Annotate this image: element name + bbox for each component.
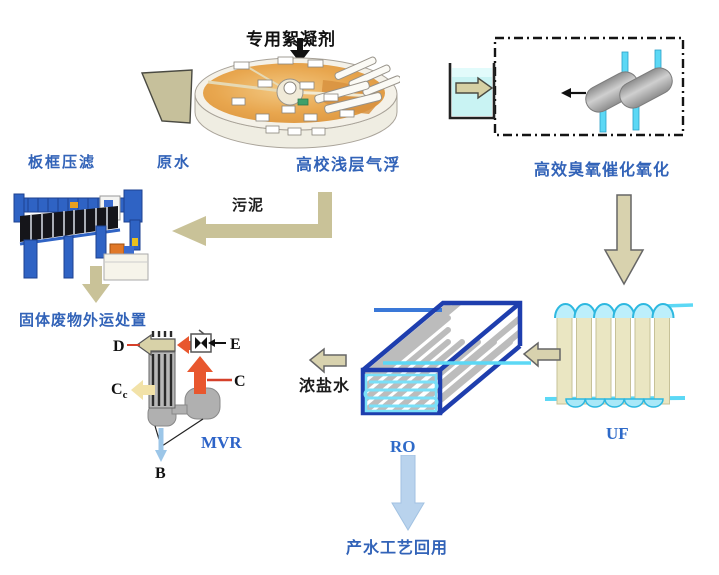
press-pump-motor bbox=[109, 243, 125, 255]
stream-e-arrow-icon bbox=[208, 339, 215, 347]
mvr-vapor-up-arrow-icon bbox=[187, 356, 213, 394]
ro-permeate-coil bbox=[363, 373, 439, 413]
flotation-illustration bbox=[140, 56, 400, 149]
brine-arrow-icon bbox=[308, 347, 347, 374]
stream-e-label: E bbox=[230, 336, 241, 353]
uf-label: UF bbox=[606, 424, 629, 443]
catalyst-cylinder bbox=[619, 67, 673, 109]
sludge-label: 污泥 bbox=[232, 197, 265, 214]
brine-label: 浓盐水 bbox=[299, 378, 351, 395]
ozone-to-uf-arrow-icon bbox=[603, 194, 645, 286]
press-to-waste-arrow-icon bbox=[82, 266, 110, 303]
uf-bottom-manifold bbox=[565, 398, 664, 408]
uf-illustration bbox=[545, 303, 694, 408]
ro-label: RO bbox=[390, 437, 416, 456]
tank-inflow-arrow-icon bbox=[455, 76, 494, 100]
solid-waste-label: 固体废物外运处置 bbox=[19, 312, 148, 329]
mvr-distillate-arrow-icon bbox=[135, 333, 176, 357]
ozone-flow-arrow-icon bbox=[561, 88, 571, 98]
ozone-unit-illustration bbox=[448, 36, 685, 137]
press-tray bbox=[103, 253, 149, 281]
ro-illustration bbox=[360, 300, 531, 416]
raw-water-inlet-shape bbox=[140, 69, 193, 124]
intake-tank bbox=[448, 63, 496, 120]
uf-membrane-tubes bbox=[556, 313, 670, 405]
stream-d-label: D bbox=[113, 338, 125, 355]
stream-cc-arrow-icon bbox=[131, 380, 155, 400]
ozone-label: 高效臭氧催化氧化 bbox=[534, 162, 671, 179]
flocculant-down-arrow-icon bbox=[290, 38, 310, 63]
plate-frame-press-label: 板框压滤 bbox=[28, 154, 97, 171]
ro-frame bbox=[360, 300, 523, 416]
flotation-label: 高校浅层气浮 bbox=[296, 157, 402, 174]
stream-b-label: B bbox=[155, 465, 166, 482]
product-water-label: 产水工艺回用 bbox=[346, 540, 449, 557]
press-legs bbox=[23, 219, 141, 279]
raw-water-label: 原水 bbox=[157, 154, 192, 171]
flocculant-label: 专用絮凝剂 bbox=[246, 30, 336, 49]
uf-top-manifold bbox=[554, 303, 675, 319]
press-filter-plates bbox=[20, 206, 118, 242]
sludge-arrow-icon bbox=[172, 192, 332, 246]
flotation-green-part bbox=[297, 98, 309, 106]
mvr-label: MVR bbox=[201, 433, 242, 452]
uf-to-ro-arrow-icon bbox=[522, 341, 561, 368]
filter-press-illustration bbox=[13, 189, 149, 281]
stream-c-label: C bbox=[234, 373, 246, 390]
product-water-arrow-icon bbox=[391, 455, 425, 531]
stream-cc-label: Cc bbox=[111, 381, 128, 401]
mvr-illustration: D E C Cc B MVR bbox=[111, 329, 246, 482]
